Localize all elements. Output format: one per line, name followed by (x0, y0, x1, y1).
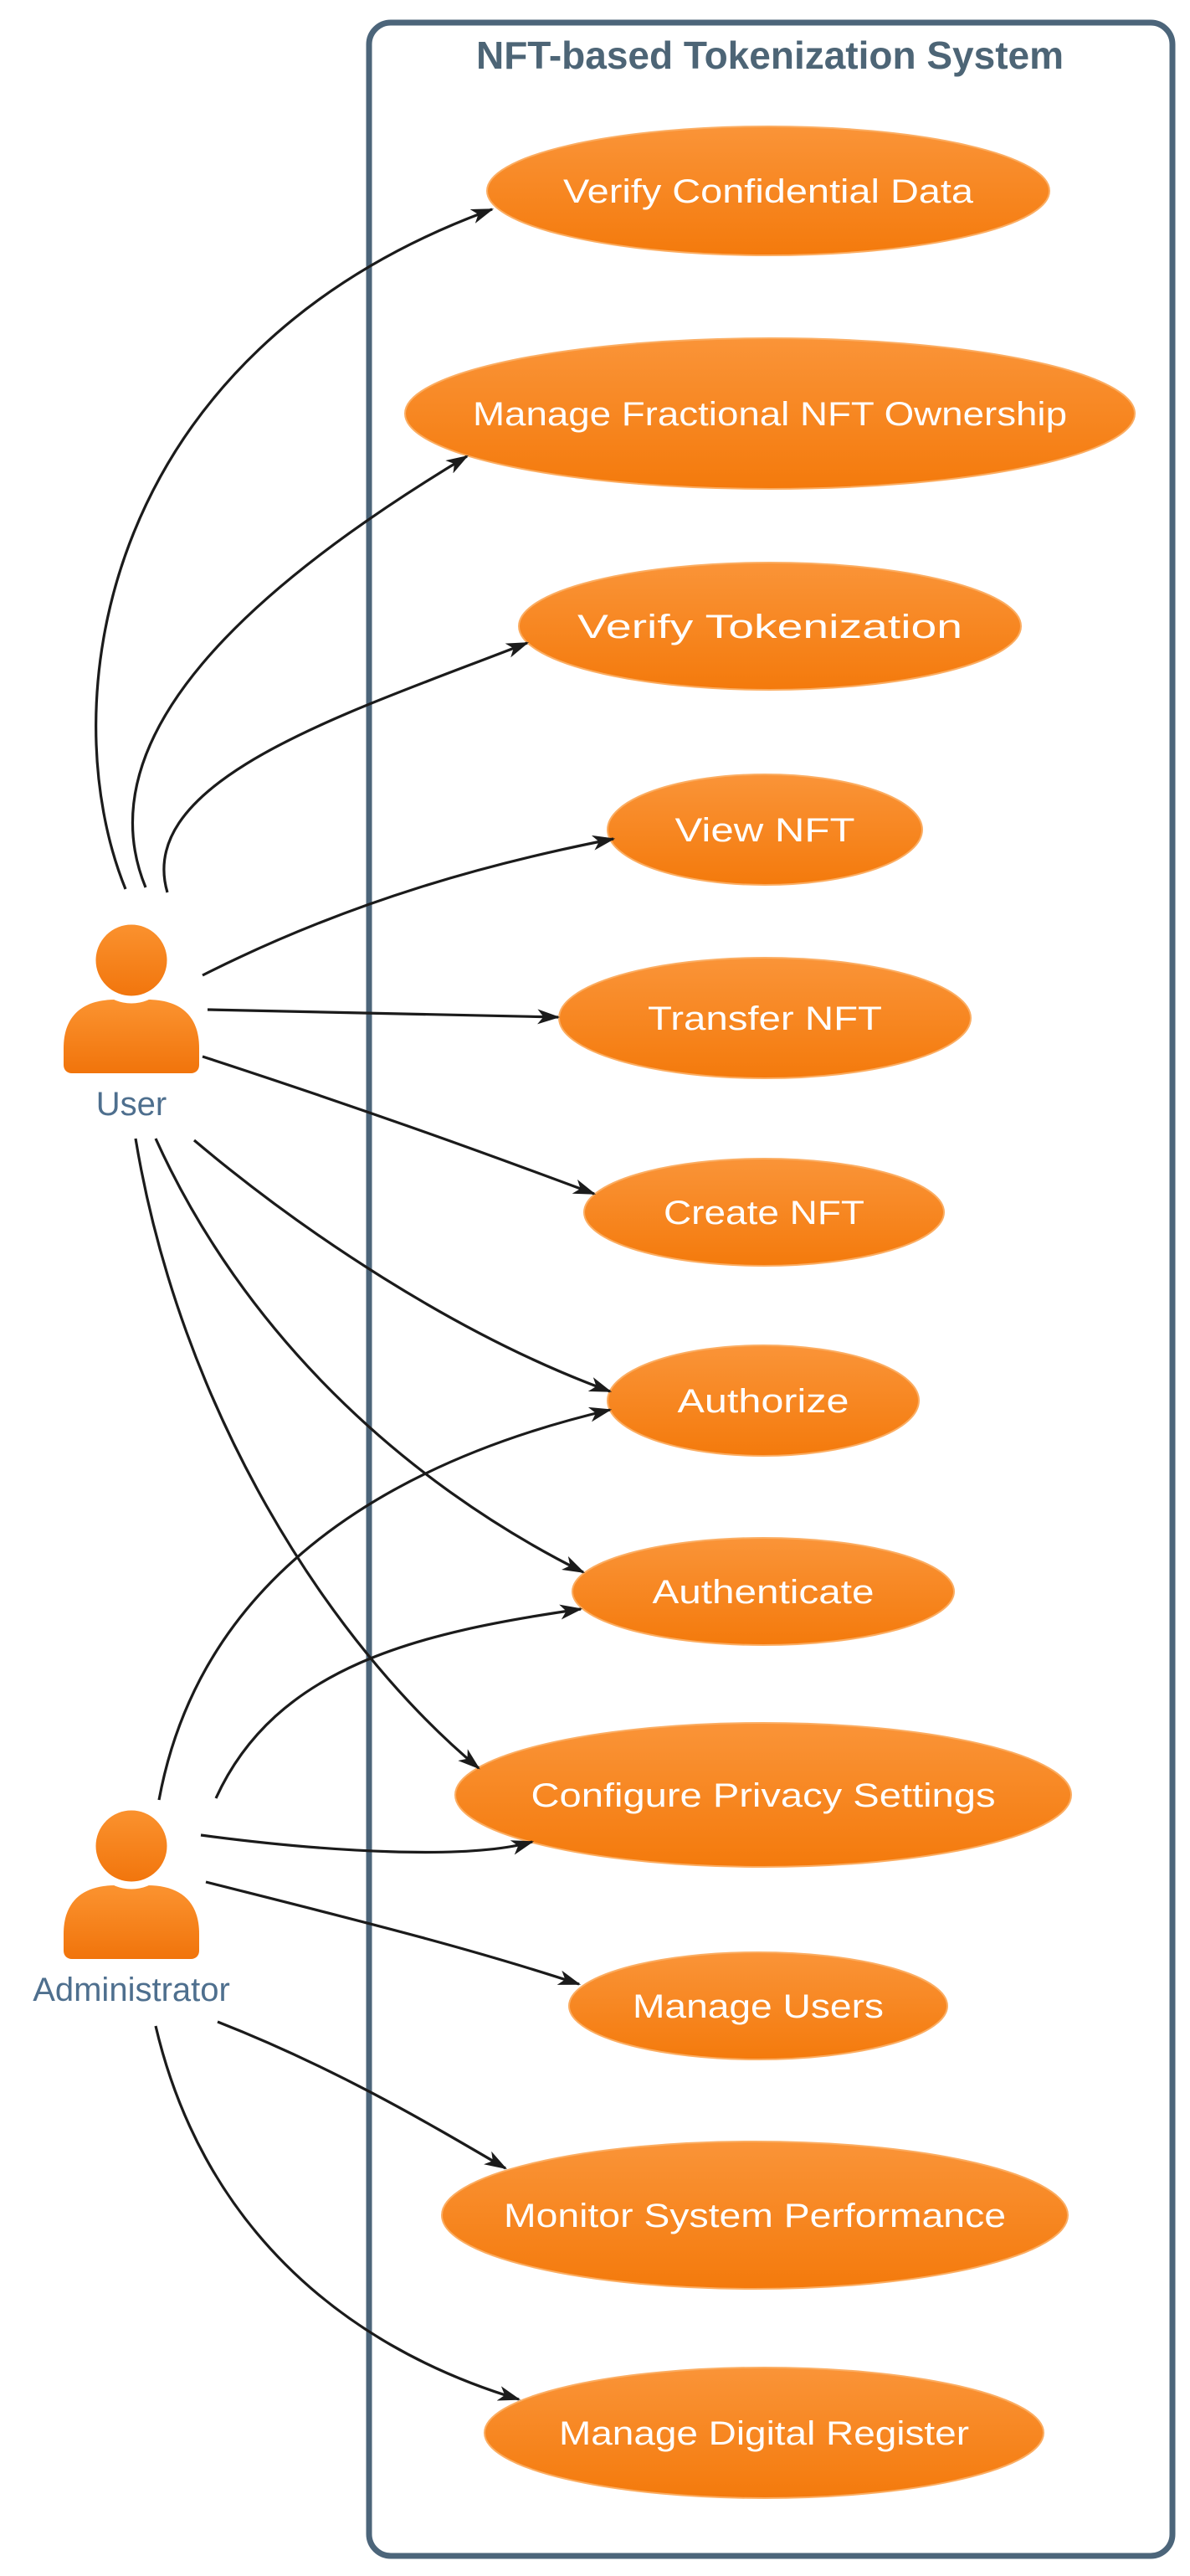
use-case-ellipse (568, 1951, 948, 2060)
use-case-uc8: Authenticate (572, 1537, 955, 1646)
use-case-label: Manage Users (633, 1988, 884, 2025)
edge-user-uc5 (207, 1008, 561, 1025)
use-case-uc6: Create NFT (583, 1158, 945, 1267)
use-case-ellipse (441, 2141, 1069, 2290)
use-case-label: Verify Confidential Data (563, 173, 974, 210)
actor-administrator: Administrator (33, 1802, 230, 2008)
use-case-label: Verify Tokenization (577, 609, 962, 645)
use-case-uc2: Manage Fractional NFT Ownership (404, 337, 1136, 490)
edge-user-uc8 (154, 1138, 586, 1574)
use-case-ellipse (607, 774, 923, 886)
use-case-ellipse (583, 1158, 945, 1267)
edge-user-uc9 (134, 1138, 480, 1770)
edge-admin-uc10 (205, 1880, 582, 1986)
system-title: NFT-based Tokenization System (476, 33, 1064, 77)
use-case-label: Transfer NFT (648, 1000, 882, 1037)
edge-user-uc6 (202, 1055, 597, 1195)
use-case-label: Create NFT (664, 1195, 864, 1231)
use-case-uc4: View NFT (607, 774, 923, 886)
use-case-uc11: Monitor System Performance (441, 2141, 1069, 2290)
use-case-uc5: Transfer NFT (558, 957, 972, 1079)
use-case-ellipse (572, 1537, 955, 1646)
use-case-label: View NFT (675, 812, 855, 849)
system-boundary (366, 19, 1176, 2559)
use-case-label: Configure Privacy Settings (531, 1777, 996, 1814)
use-case-ellipse (486, 126, 1050, 256)
use-case-uc12: Manage Digital Register (484, 2367, 1044, 2499)
use-case-uc9: Configure Privacy Settings (454, 1722, 1072, 1868)
user-actor-head (88, 917, 175, 1004)
edges (95, 208, 616, 2401)
use-case-label: Manage Fractional NFT Ownership (473, 396, 1067, 433)
use-case-label: Authenticate (653, 1574, 875, 1611)
edge-user-uc4 (202, 835, 616, 977)
use-case-ellipse (484, 2367, 1044, 2499)
edge-user-uc3 (162, 641, 530, 893)
edge-admin-uc12 (154, 2025, 521, 2401)
edge-admin-uc9 (200, 1833, 535, 1855)
use-case-uc7: Authorize (607, 1345, 920, 1457)
use-case-uc3: Verify Tokenization (518, 562, 1022, 691)
use-case-uc1: Verify Confidential Data (486, 126, 1050, 256)
actor-user: User (64, 917, 199, 1123)
actor-user-label: User (96, 1086, 167, 1123)
use-case-uc10: Manage Users (568, 1951, 948, 2060)
administrator-actor-head (88, 1802, 175, 1890)
edge-user-uc1 (95, 208, 495, 890)
use-case-ellipse (607, 1345, 920, 1457)
use-case-label: Authorize (678, 1383, 849, 1420)
edge-admin-uc7 (157, 1406, 613, 1801)
use-case-ellipse (404, 337, 1136, 490)
use-case-ellipse (518, 562, 1022, 691)
edge-user-uc2 (131, 455, 469, 888)
use-case-ellipse (454, 1722, 1072, 1868)
use-case-label: Manage Digital Register (559, 2415, 969, 2452)
edge-user-uc7 (192, 1139, 613, 1393)
edge-admin-uc8 (214, 1604, 583, 1799)
edge-admin-uc11 (217, 2020, 507, 2170)
administrator-actor-body (64, 1885, 199, 1959)
actor-administrator-label: Administrator (33, 1972, 230, 2008)
user-actor-body (64, 1000, 199, 1073)
use-case-label: Monitor System Performance (504, 2198, 1006, 2234)
